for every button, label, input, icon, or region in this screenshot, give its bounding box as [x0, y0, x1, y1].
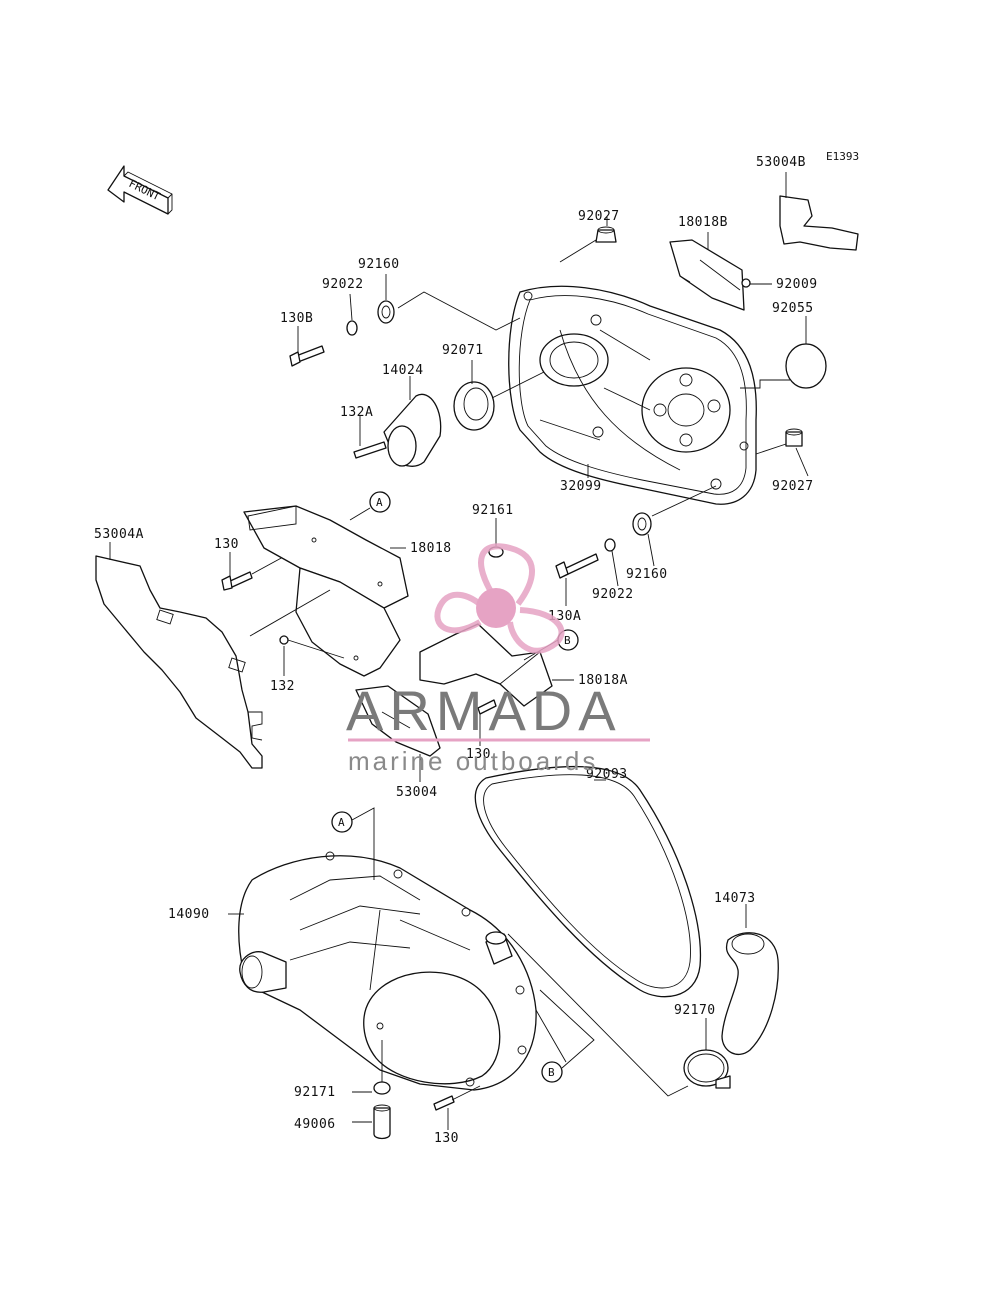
- label-130B: 130B: [280, 311, 313, 326]
- screw-132: [279, 635, 289, 645]
- label-92071: 92071: [442, 343, 484, 358]
- label-53004B: 53004B: [756, 155, 806, 170]
- bolt-130A: [555, 553, 599, 579]
- hose-14073: [721, 932, 779, 1055]
- label-92022-top: 92022: [322, 277, 364, 292]
- watermark-brand: ARMADA: [346, 679, 622, 742]
- label-92009: 92009: [776, 277, 818, 292]
- bolt-92027-right: [785, 428, 803, 447]
- ref-B-bottom: B: [548, 1066, 555, 1079]
- bolt-130B: [289, 345, 325, 367]
- label-14024: 14024: [382, 363, 424, 378]
- diagram-code: E1393: [826, 150, 859, 163]
- label-130-mid: 130: [466, 747, 491, 762]
- front-arrow-icon: FRONT: [107, 165, 173, 215]
- label-53004A: 53004A: [94, 527, 144, 542]
- clamp-92171: [373, 1081, 391, 1095]
- shield-53004A: [95, 555, 263, 769]
- cap-49006: [373, 1104, 391, 1140]
- bushing-92160-mid: [632, 512, 652, 536]
- bolt-130-left: [221, 571, 253, 591]
- seal-92071: [453, 381, 495, 431]
- guard-18018: [243, 505, 409, 677]
- label-132: 132: [270, 679, 295, 694]
- bolt-132A: [353, 441, 387, 459]
- oring-92055: [785, 343, 827, 389]
- bushing-92160-top: [377, 300, 395, 324]
- watermark-logo-icon: [434, 543, 565, 654]
- bolt-130-bottom: [433, 1095, 455, 1111]
- shield-53004B: [779, 195, 859, 251]
- label-18018B: 18018B: [678, 215, 728, 230]
- ref-A-bottom: A: [338, 816, 345, 829]
- label-92027-right: 92027: [772, 479, 814, 494]
- bolt-92027-top: [595, 226, 617, 243]
- label-92171: 92171: [294, 1085, 336, 1100]
- label-18018A: 18018A: [578, 673, 628, 688]
- washer-92022-top: [346, 320, 358, 336]
- label-14073: 14073: [714, 891, 756, 906]
- housing-14090: [238, 851, 537, 1091]
- label-18018: 18018: [410, 541, 452, 556]
- bracket-18018B: [669, 239, 745, 311]
- screw-92009: [741, 278, 751, 288]
- ref-circle-B-bottom: B: [541, 1061, 563, 1083]
- label-92170: 92170: [674, 1003, 716, 1018]
- label-92055: 92055: [772, 301, 814, 316]
- cap-14024: [383, 393, 442, 467]
- bolt-130-mid: [477, 699, 497, 715]
- cover-32099: [508, 285, 757, 505]
- watermark-tagline: marine outboards: [348, 746, 598, 776]
- ref-A-top: A: [376, 496, 383, 509]
- label-53004: 53004: [396, 785, 438, 800]
- label-92022-mid: 92022: [592, 587, 634, 602]
- ref-circle-A-bottom: A: [331, 811, 353, 833]
- label-14090: 14090: [168, 907, 210, 922]
- washer-92022-mid: [604, 538, 616, 552]
- label-92161: 92161: [472, 503, 514, 518]
- ref-circle-A-top: A: [369, 491, 391, 513]
- label-130-bottom: 130: [434, 1131, 459, 1146]
- ref-B-mid: B: [564, 634, 571, 647]
- clamp-92170: [683, 1049, 731, 1089]
- gasket-92093: [474, 765, 702, 998]
- label-92160-mid: 92160: [626, 567, 668, 582]
- label-49006: 49006: [294, 1117, 336, 1132]
- label-132A: 132A: [340, 405, 373, 420]
- label-130-left: 130: [214, 537, 239, 552]
- label-92027-top: 92027: [578, 209, 620, 224]
- label-92093: 92093: [586, 767, 628, 782]
- label-32099: 32099: [560, 479, 602, 494]
- label-92160-top: 92160: [358, 257, 400, 272]
